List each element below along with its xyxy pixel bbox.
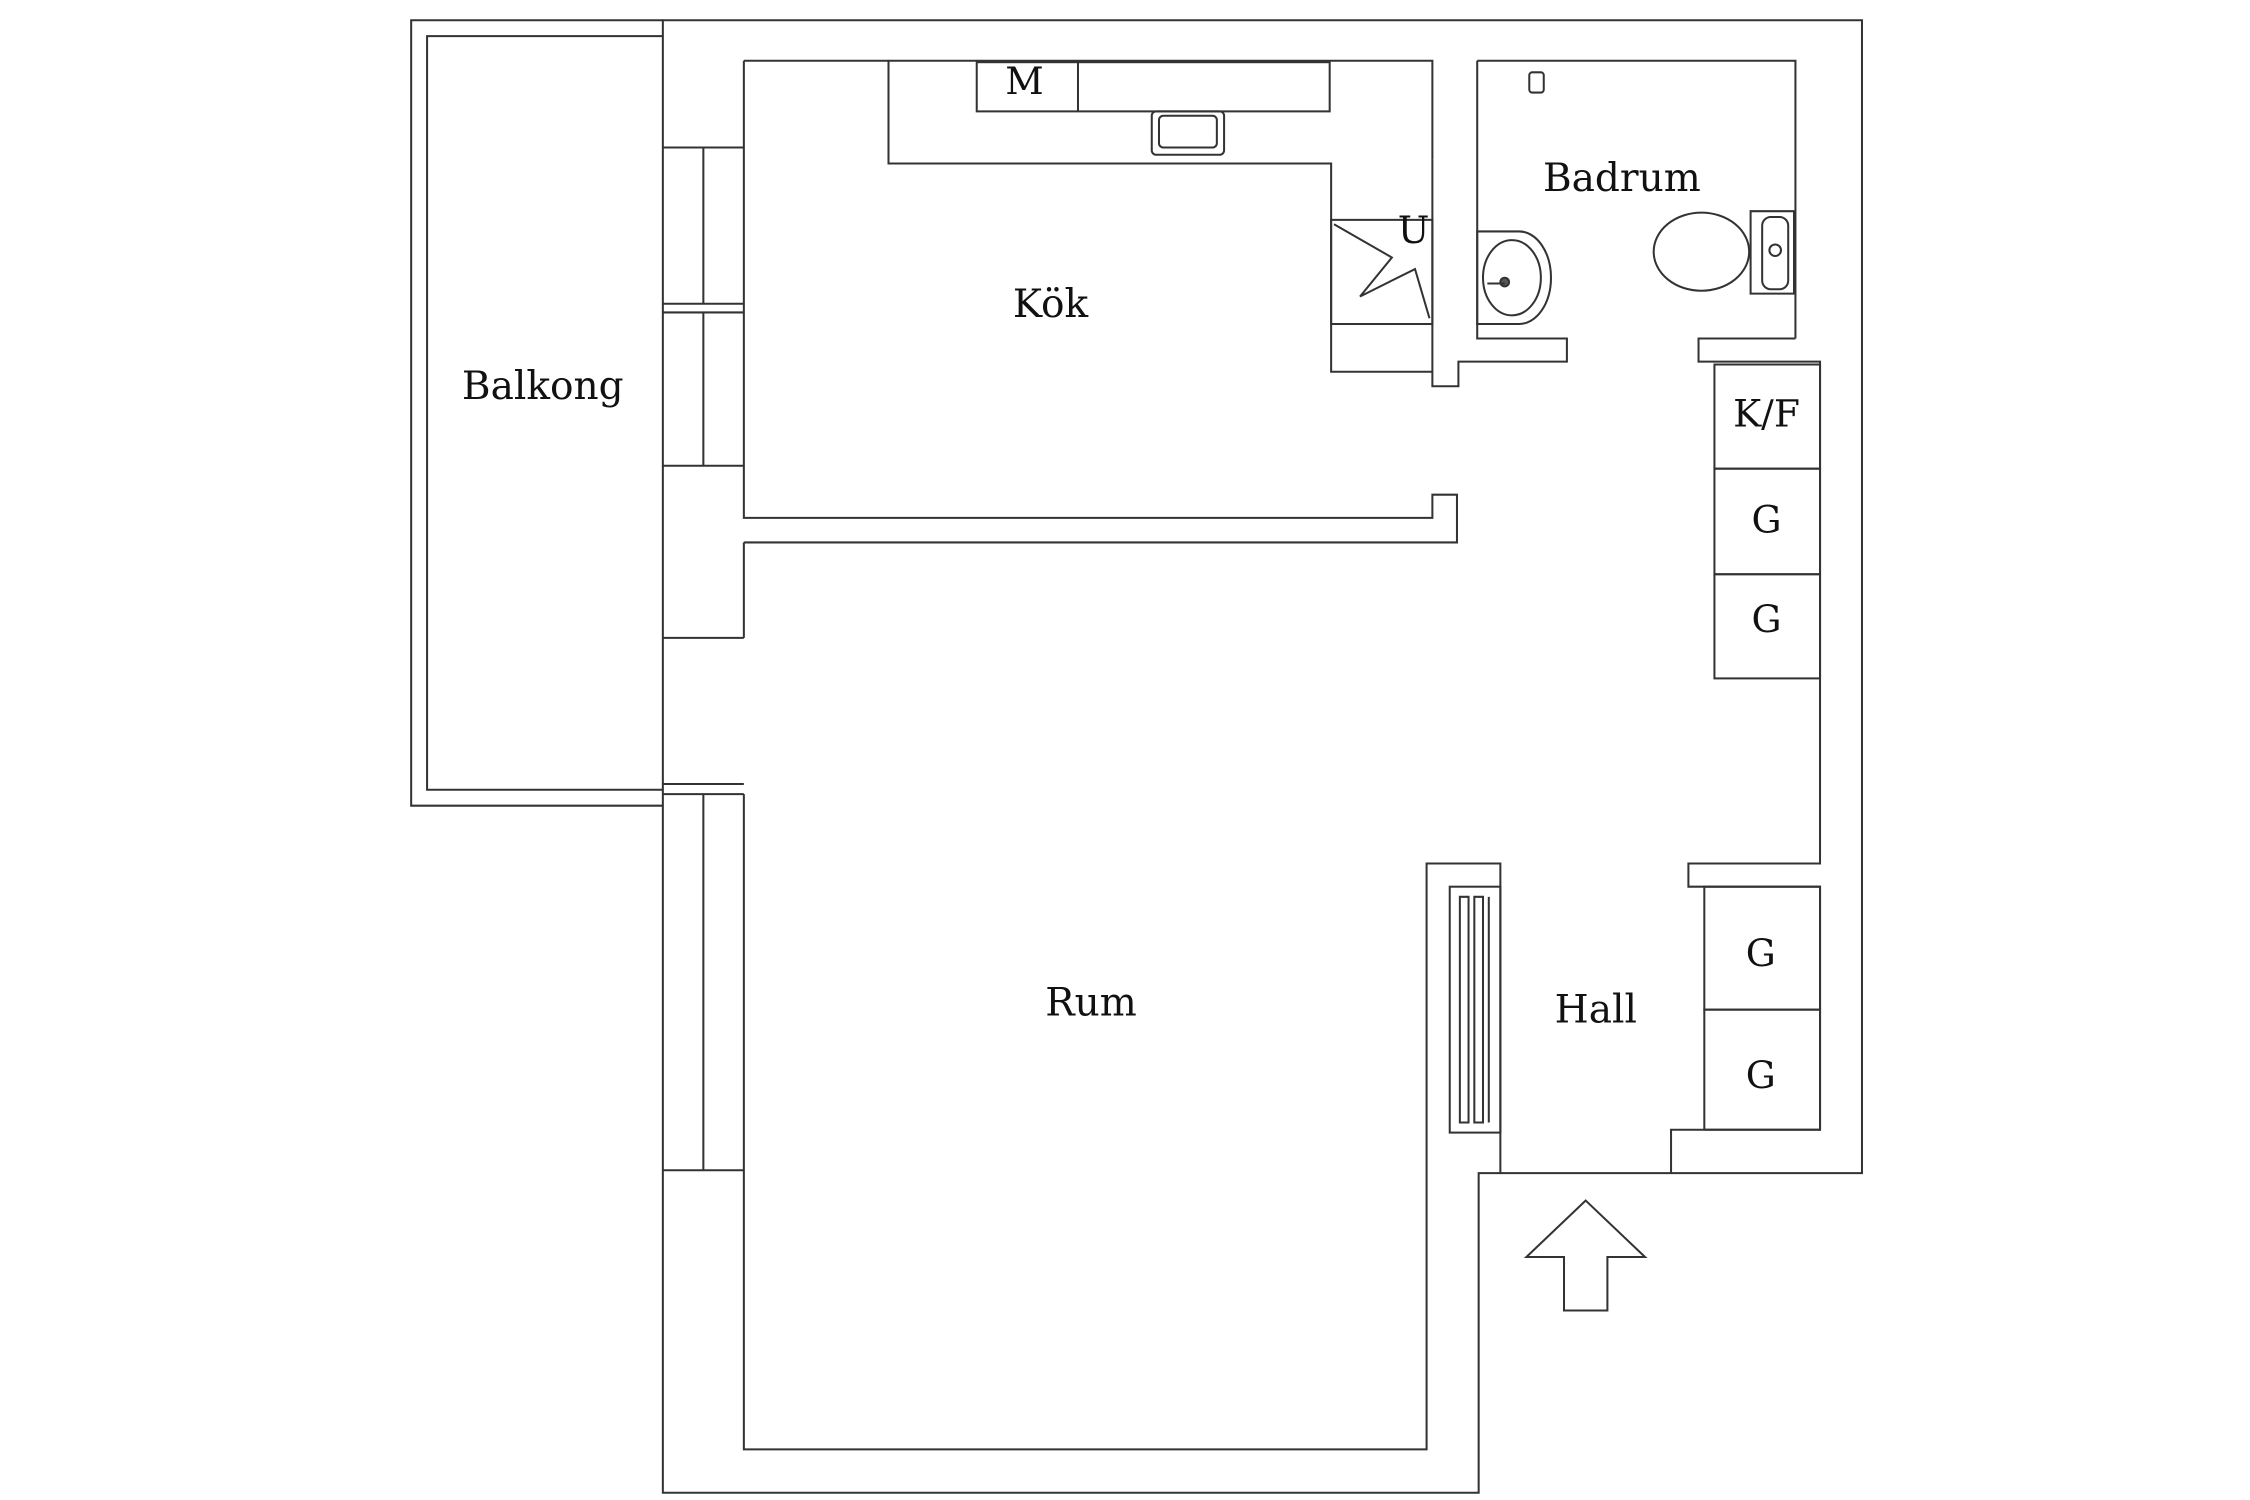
sink-icon: [1150, 110, 1226, 156]
bathroom-wall-right: [1670, 337, 1822, 1174]
sink-basin: [1157, 114, 1218, 149]
toilet-bowl: [1652, 211, 1751, 292]
radiator-icon: [1448, 885, 1502, 1134]
label-oven: U: [1398, 208, 1430, 252]
toilet-icon: [1749, 210, 1796, 295]
inner-wall: [743, 59, 1434, 160]
toilet-tank: [1761, 215, 1790, 291]
oven-symbol: [1333, 223, 1431, 319]
washbasin-bowl: [1481, 239, 1542, 317]
outer-wall: [661, 19, 1863, 1494]
label-wardrobe-c: G: [1746, 931, 1776, 975]
oven-icon: [1330, 218, 1434, 326]
label-wardrobe-d: G: [1746, 1053, 1776, 1097]
window-2: [662, 782, 744, 1172]
washbasin-icon: [1476, 230, 1553, 326]
room-label-hall: Hall: [1555, 988, 1637, 1033]
kitchen-counter: [887, 60, 1433, 373]
room-label-balkong: Balkong: [462, 364, 624, 409]
wardrobe-d: [1703, 1008, 1822, 1131]
balkong-inner: [426, 35, 663, 791]
room-label-badrum: Badrum: [1543, 156, 1701, 201]
toilet-button: [1768, 243, 1782, 258]
balkong-outer: [410, 19, 663, 807]
faucet-icon: [1499, 276, 1511, 288]
entrance-arrow-icon: [1523, 1199, 1648, 1312]
room-rum-wall: [742, 60, 1458, 544]
label-microwave: M: [1005, 59, 1044, 103]
rum-inner-wall: [662, 542, 745, 639]
window-1: [662, 146, 744, 467]
room-label-rum: Rum: [1045, 980, 1137, 1025]
label-wardrobe-a: G: [1751, 497, 1781, 541]
label-fridge-freezer: K/F: [1733, 392, 1800, 436]
room-label-kok: Kök: [1013, 282, 1089, 327]
wardrobe-b: [1713, 573, 1822, 680]
label-wardrobe-b: G: [1751, 597, 1781, 641]
radiator-fins: [1458, 895, 1490, 1124]
rum-west-inner: [742, 794, 1502, 1451]
shower-icon: [1528, 71, 1545, 94]
bathroom-wall: [1431, 59, 1797, 388]
walls: [410, 19, 1863, 1494]
